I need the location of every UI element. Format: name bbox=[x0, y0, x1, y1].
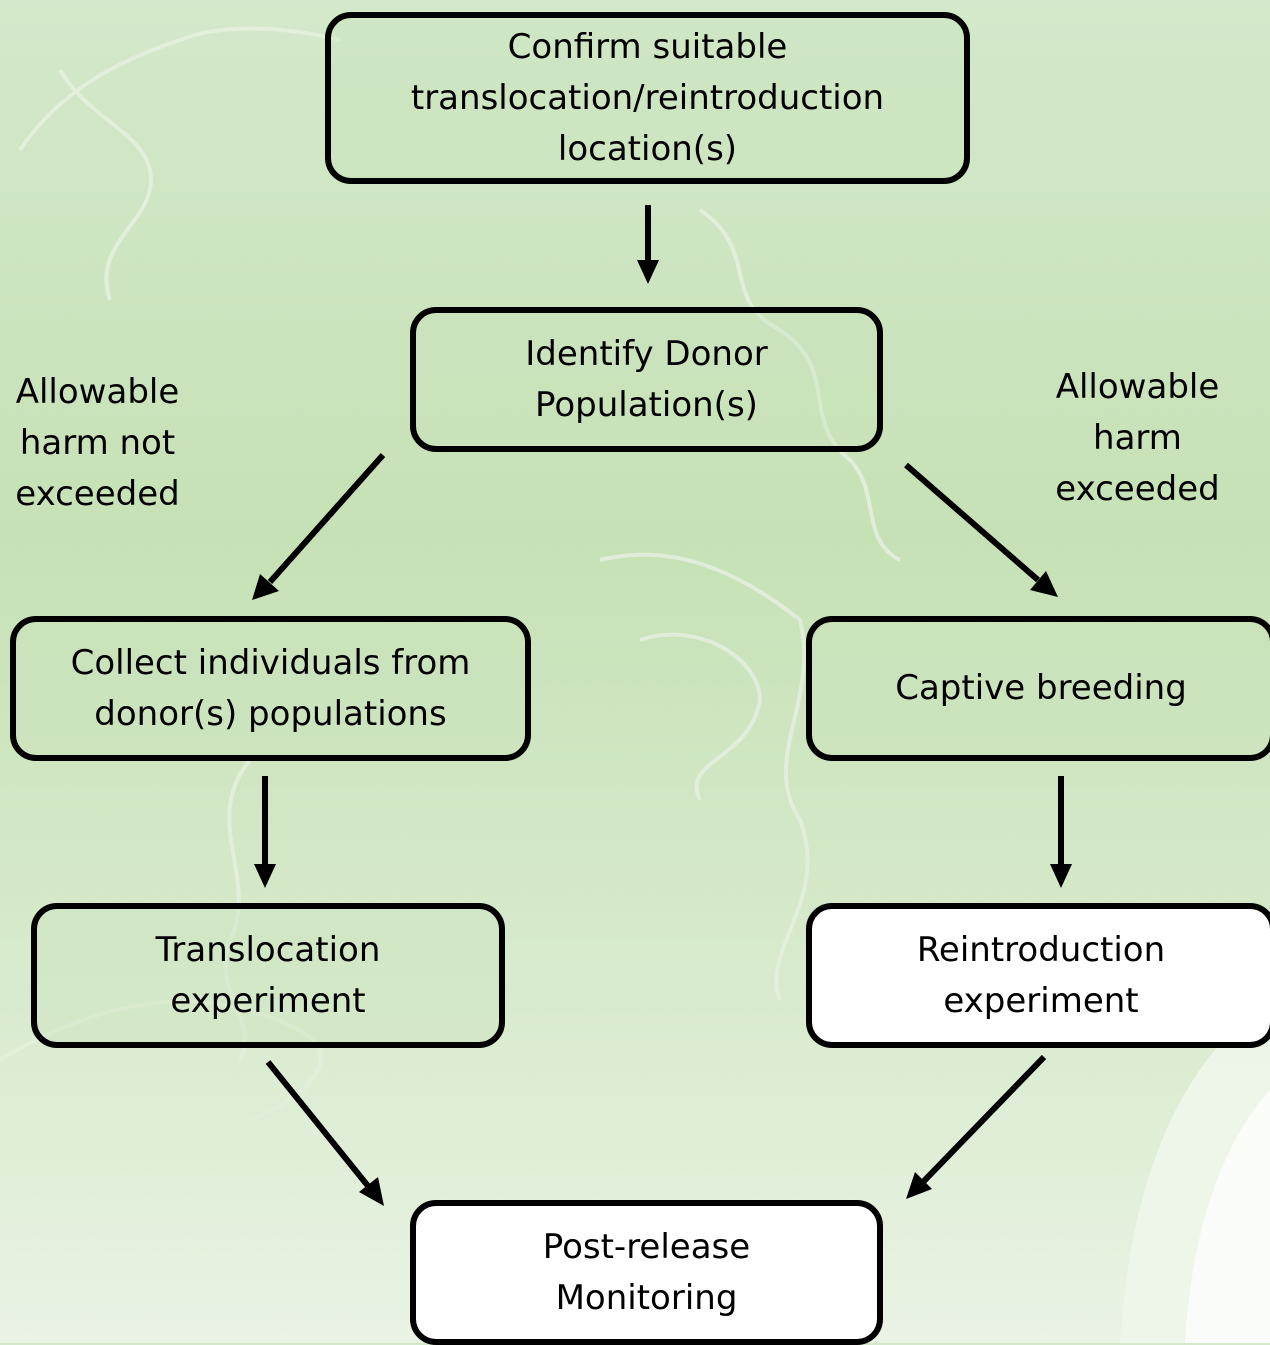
node-translocation-experiment: Translocation experiment bbox=[31, 903, 505, 1048]
arrow-identify-to-collect bbox=[252, 453, 386, 600]
node-captive-breeding-text: Captive breeding bbox=[895, 668, 1187, 708]
node-captive-breeding: Captive breeding bbox=[806, 616, 1270, 761]
node-translocation-experiment-text: Translocation experiment bbox=[155, 929, 381, 1021]
node-post-release-monitoring-text: Post-release Monitoring bbox=[542, 1226, 751, 1318]
node-identify-donor-text: Identify Donor Population(s) bbox=[525, 333, 768, 425]
edge-label-harm-not-exceeded: Allowable harm not exceeded bbox=[15, 372, 180, 514]
node-identify-donor: Identify Donor Population(s) bbox=[410, 307, 883, 452]
node-collect-individuals-text: Collect individuals from donor(s) popula… bbox=[70, 642, 471, 734]
node-confirm-location-text: Confirm suitable translocation/reintrodu… bbox=[410, 26, 885, 169]
node-reintroduction-experiment-text: Reintroduction experiment bbox=[916, 929, 1166, 1021]
arrow-reintroduction-to-monitoring bbox=[906, 1054, 1047, 1199]
arrow-collect-to-translocation bbox=[254, 776, 276, 888]
node-collect-individuals: Collect individuals from donor(s) popula… bbox=[10, 616, 531, 761]
arrow-confirm-to-identify bbox=[637, 205, 659, 284]
node-post-release-monitoring: Post-release Monitoring bbox=[410, 1200, 883, 1345]
arrow-identify-to-captive bbox=[904, 462, 1058, 597]
edge-label-harm-exceeded: Allowable harm exceeded bbox=[1055, 367, 1220, 509]
arrow-captive-to-reintroduction bbox=[1050, 776, 1072, 888]
arrow-translocation-to-monitoring bbox=[265, 1060, 384, 1206]
node-confirm-location: Confirm suitable translocation/reintrodu… bbox=[325, 12, 970, 184]
node-reintroduction-experiment: Reintroduction experiment bbox=[806, 903, 1270, 1048]
